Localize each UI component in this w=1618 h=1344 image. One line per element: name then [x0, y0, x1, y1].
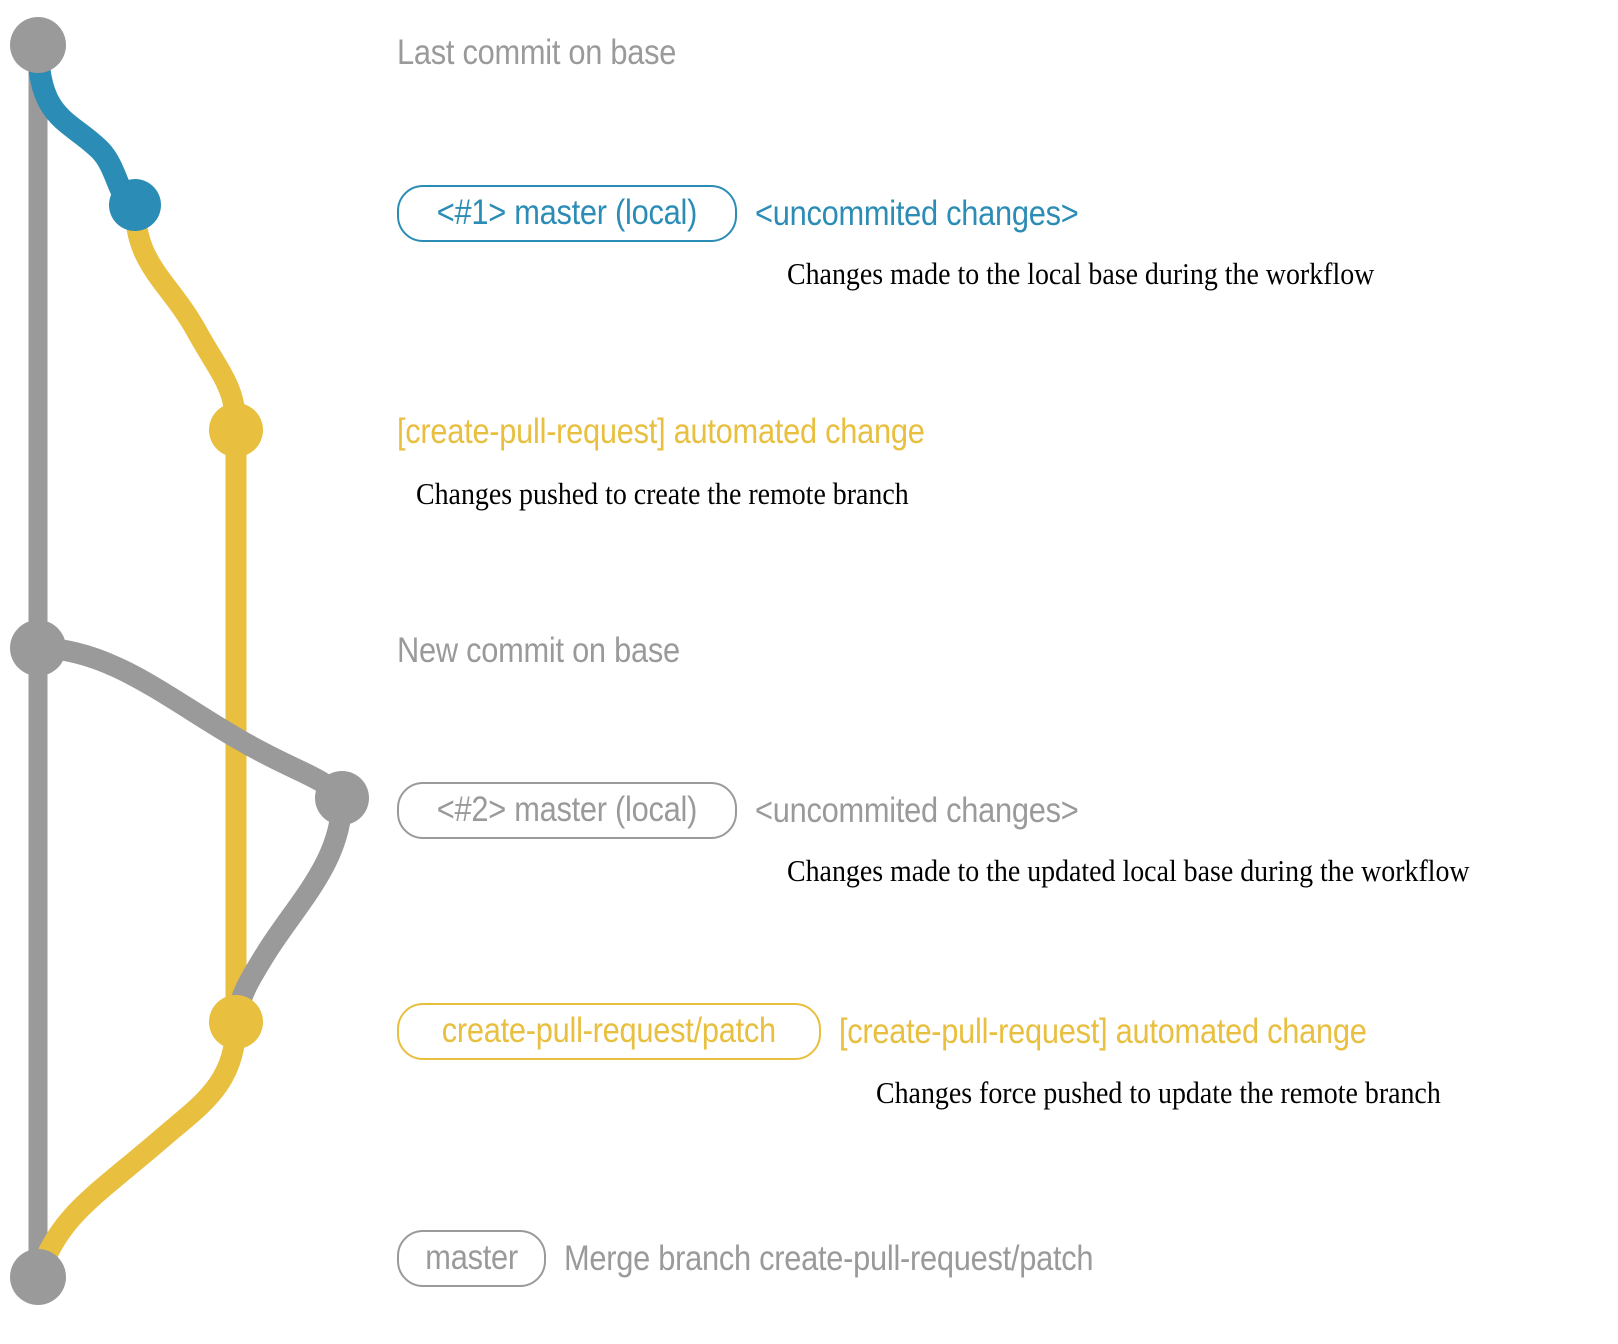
node-automated-change-1[interactable] — [209, 403, 263, 457]
commit-description-automated-change-2: Changes force pushed to update the remot… — [876, 1075, 1441, 1110]
node-master-local-1[interactable] — [109, 179, 161, 231]
edge-base-to-master-local-2 — [27, 637, 353, 809]
commit-row-master-local-2: <#2> master (local) <uncommited changes> — [397, 782, 1122, 839]
commit-row-new-commit-on-base: New commit on base — [397, 631, 718, 671]
commit-graph — [10, 17, 369, 1305]
branch-badge-master-local-1[interactable]: <#1> master (local) — [397, 185, 737, 242]
node-master-local-2[interactable] — [315, 771, 369, 825]
edge-master-local-1-to-patch-1 — [124, 194, 247, 441]
edge-patch-2-to-merge — [27, 1011, 247, 1288]
commit-row-automated-change-1: [create-pull-request] automated change — [397, 412, 997, 452]
commit-subject: [create-pull-request] automated change — [397, 412, 925, 451]
node-automated-change-2[interactable] — [209, 995, 263, 1049]
commit-description-master-local-2: Changes made to the updated local base d… — [787, 853, 1470, 888]
commit-subject: [create-pull-request] automated change — [838, 1011, 1367, 1051]
branch-badge-label: <#1> master (local) — [436, 193, 698, 232]
commit-subject: Last commit on base — [397, 33, 677, 72]
commit-subject: New commit on base — [397, 631, 680, 670]
edge-master-local-2-to-patch-2 — [225, 787, 353, 1033]
branch-badge-master-local-2[interactable]: <#2> master (local) — [397, 782, 737, 839]
node-merge-commit[interactable] — [10, 1249, 66, 1305]
commit-row-automated-change-2: create-pull-request/patch [create-pull-r… — [397, 1003, 1438, 1060]
commit-description-master-local-1: Changes made to the local base during th… — [787, 256, 1375, 291]
commit-subject: Merge branch create-pull-request/patch — [564, 1238, 1094, 1278]
edge-base-to-master-local-1 — [27, 34, 146, 216]
branch-badge-master[interactable]: master — [397, 1230, 547, 1287]
commit-row-merge-commit: master Merge branch create-pull-request/… — [397, 1230, 1166, 1287]
commit-row-master-local-1: <#1> master (local) <uncommited changes> — [397, 185, 1122, 242]
commit-subject: <uncommited changes> — [754, 193, 1079, 233]
commit-row-last-commit-on-base: Last commit on base — [397, 33, 714, 73]
node-last-commit-on-base[interactable] — [10, 17, 66, 73]
branch-badge-label: <#2> master (local) — [436, 790, 698, 829]
branch-badge-create-pull-request-patch[interactable]: create-pull-request/patch — [397, 1003, 821, 1060]
commit-description-automated-change-1: Changes pushed to create the remote bran… — [416, 476, 909, 511]
commit-subject: <uncommited changes> — [754, 790, 1079, 830]
branch-badge-label: master — [425, 1238, 518, 1277]
node-new-commit-on-base[interactable] — [10, 620, 66, 676]
branch-badge-label: create-pull-request/patch — [441, 1011, 776, 1050]
